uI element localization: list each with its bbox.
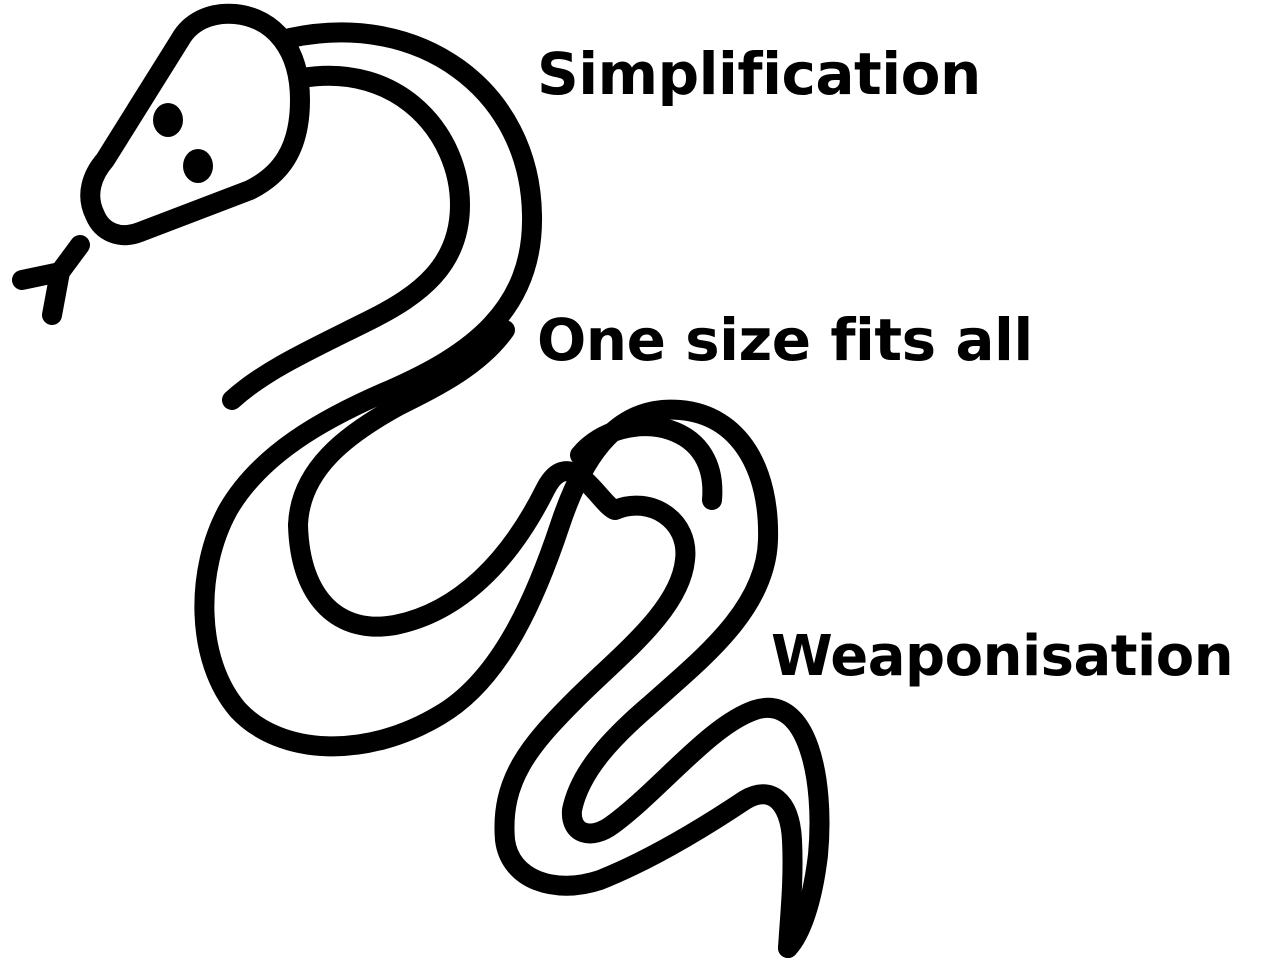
label-one-size-fits-all: One size fits all	[537, 311, 1033, 369]
eye-icon	[183, 149, 213, 183]
snake-head-outline	[90, 14, 300, 235]
label-simplification: Simplification	[537, 45, 981, 103]
label-weaponisation: Weaponisation	[771, 629, 1233, 685]
eye-icon	[153, 103, 183, 137]
snake-body-inner	[232, 76, 460, 400]
tongue-icon	[22, 245, 80, 315]
